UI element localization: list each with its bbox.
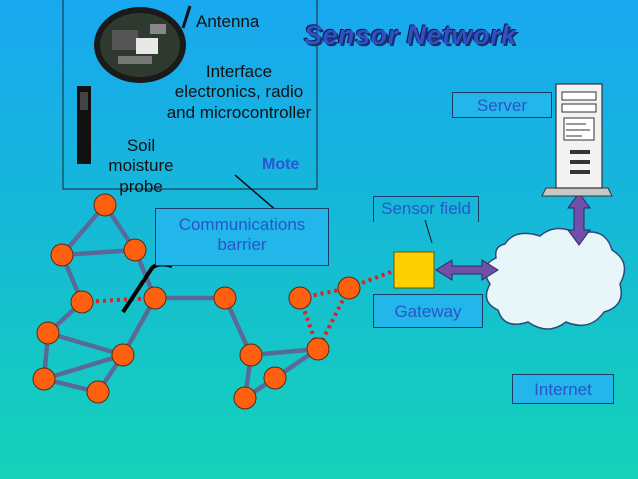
sensor-node <box>123 238 147 262</box>
antenna-label: Antenna <box>196 12 260 31</box>
communications-barrier-label: Communications barrier <box>155 208 329 266</box>
sensor-node <box>288 286 312 310</box>
soil-probe-image <box>77 86 91 164</box>
internet-label: Internet <box>512 374 614 404</box>
server-icon <box>541 83 613 197</box>
internet-cloud <box>484 227 626 330</box>
sensor-node <box>111 343 135 367</box>
sensor-node <box>70 290 94 314</box>
sensor-node <box>306 337 330 361</box>
sensor-node <box>239 343 263 367</box>
arrows <box>435 192 591 281</box>
sensor-field-label: Sensor field <box>373 196 479 222</box>
sensor-field-pointer <box>424 219 433 244</box>
mote-label: Mote <box>262 156 300 173</box>
sensor-node <box>93 193 117 217</box>
gateway-box <box>393 251 435 289</box>
gateway-internet-arrow <box>435 259 499 281</box>
sensor-node <box>86 380 110 404</box>
soil-probe-label: Soil moisture probe <box>108 136 174 196</box>
gateway-label: Gateway <box>373 294 483 328</box>
sensor-node <box>50 243 74 267</box>
sensor-node <box>263 366 287 390</box>
server-label: Server <box>452 92 552 118</box>
sensor-node <box>337 276 361 300</box>
sensor-nodes <box>32 193 361 410</box>
sensor-node <box>32 367 56 391</box>
server-internet-arrow <box>567 192 591 246</box>
mote-pointer-line <box>234 174 279 213</box>
interface-label: Interface electronics, radio and microco… <box>166 62 312 122</box>
mote-inset-frame <box>62 0 318 190</box>
sensor-node <box>36 321 60 345</box>
sensor-node <box>143 286 167 310</box>
mote-board-image <box>94 5 192 83</box>
page-title: Sensor Network <box>304 20 517 50</box>
sensor-node <box>213 286 237 310</box>
sensor-node <box>233 386 257 410</box>
